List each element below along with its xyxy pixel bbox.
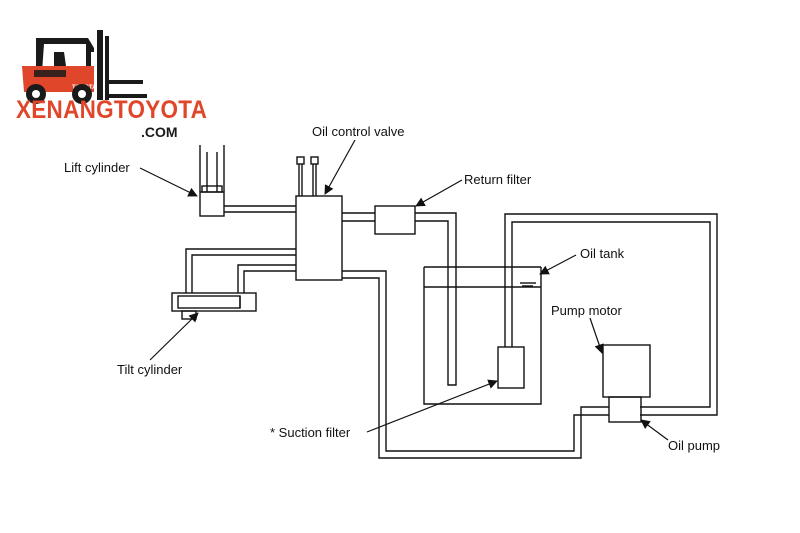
pump-motor-pointer [589, 317, 604, 354]
lift-cylinder-label: Lift cylinder [64, 160, 130, 175]
suction-filter-label: * Suction filter [270, 425, 351, 440]
pump-motor-shape [602, 344, 651, 398]
forklift-mast-icon [97, 30, 103, 100]
return-filter-shape [374, 205, 416, 235]
lift-cylinder-shape [199, 145, 225, 217]
forklift-fork-icon [109, 80, 143, 84]
suction-filter-shape [497, 346, 525, 389]
brand-domain: .COM [141, 124, 178, 140]
oil-control-valve-label: Oil control valve [312, 124, 405, 139]
suction-filter-pointer [366, 379, 498, 433]
oil-tank-shape [423, 266, 542, 405]
tilt-cylinder-pointer [149, 312, 199, 361]
oil-pump-pointer [640, 419, 669, 441]
brand-logo: TOYOTA [22, 30, 147, 104]
tilt-cylinder-shape [171, 292, 257, 320]
oil-pump-label: Oil pump [668, 438, 721, 453]
oil-control-valve-pointer [324, 139, 356, 195]
return-filter-pointer [415, 179, 463, 207]
brand-name: XENANGTOYOTA [16, 96, 208, 124]
oil-pump-shape [608, 396, 642, 423]
oil-tank-label: Oil tank [580, 246, 625, 261]
return-filter-label: Return filter [464, 172, 532, 187]
oil-tank-pointer [539, 254, 577, 275]
lift-cylinder-pointer [139, 167, 198, 197]
oil-control-valve-shape [295, 156, 343, 281]
tilt-cylinder-label: Tilt cylinder [117, 362, 183, 377]
pump-motor-label: Pump motor [551, 303, 622, 318]
